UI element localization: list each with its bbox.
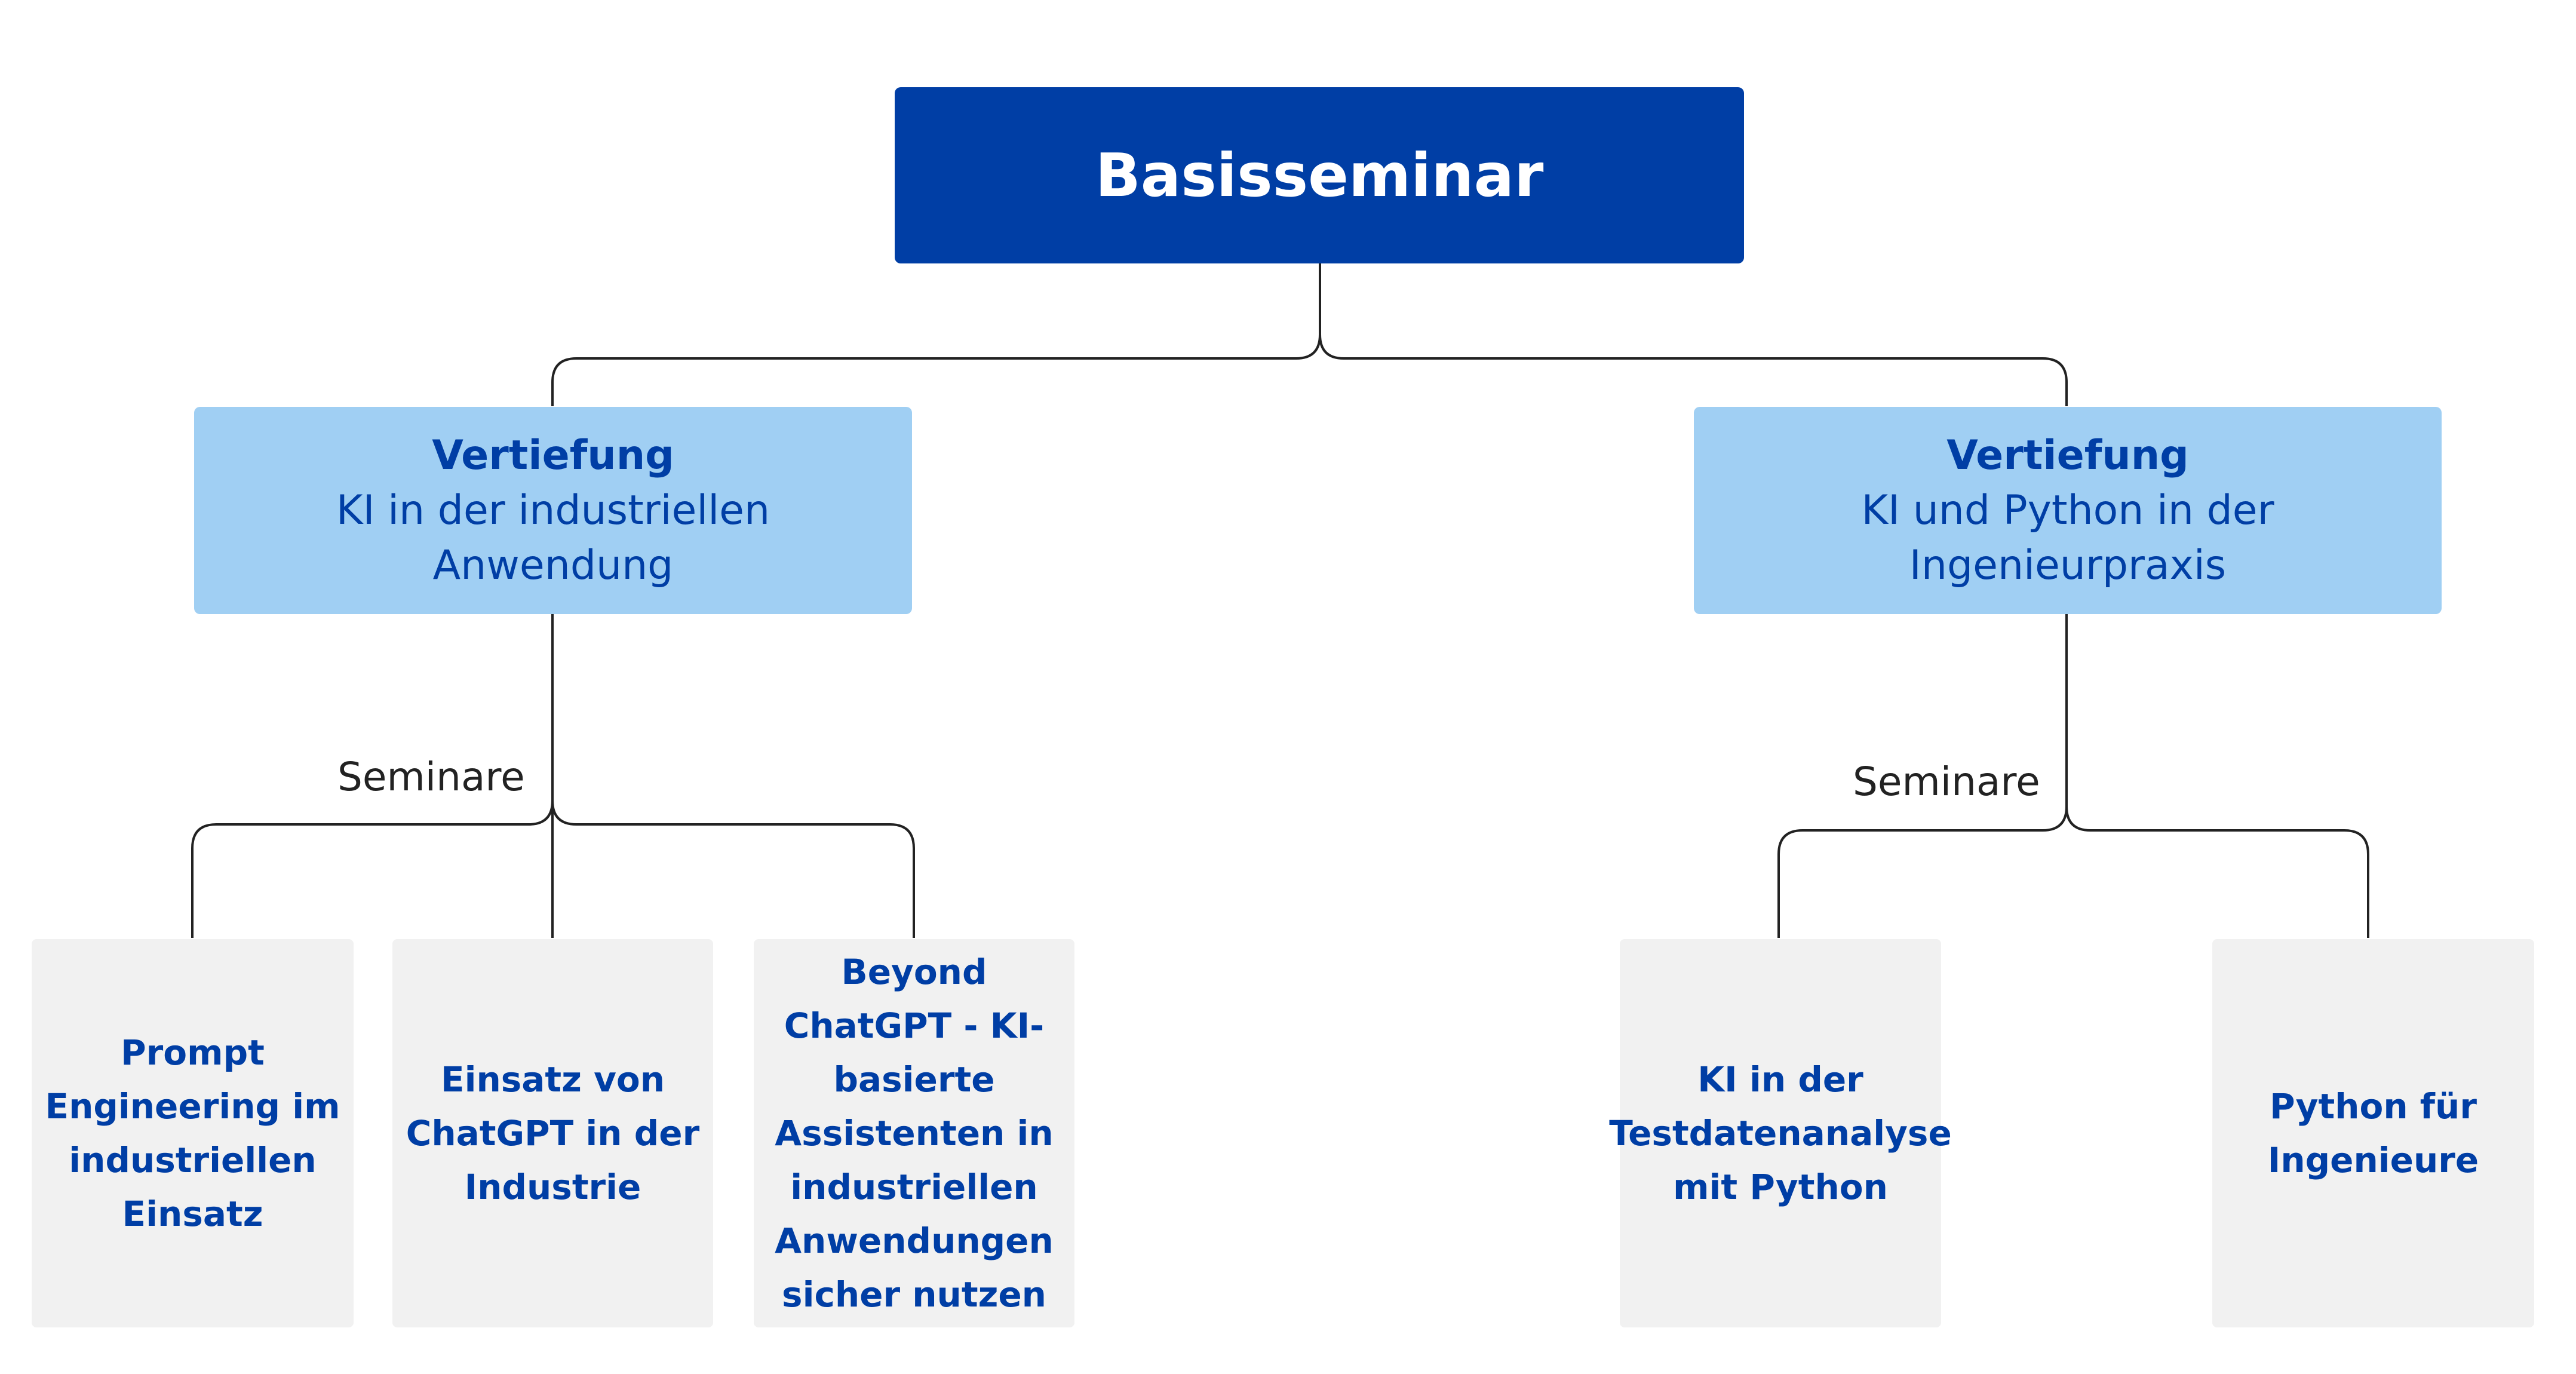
seminar-python-ingenieure: Python für Ingenieure [2212,939,2534,1327]
connector-root-to-branches [551,263,2068,406]
connector-branch1-to-seminars [191,614,915,938]
root-node-basisseminar: Basisseminar [895,87,1744,263]
branch-title: Vertiefung [432,431,674,479]
root-title: Basisseminar [1095,140,1544,210]
seminar-chatgpt-industrie: Einsatz von ChatGPT in der Industrie [392,939,713,1327]
seminar-label: Prompt Engineering im industriellen Eins… [45,1032,340,1234]
seminar-testdatenanalyse: KI in der Testdatenanalyse mit Python [1609,939,1952,1327]
seminar-prompt-engineering: Prompt Engineering im industriellen Eins… [32,939,354,1327]
seminars-label-python: Seminare [1853,759,2040,805]
branch-node-python: Vertiefung KI und Python in der Ingenieu… [1694,407,2442,614]
seminar-label: Einsatz von ChatGPT in der Industrie [406,1059,700,1207]
branch-subtitle: KI in der industriellen Anwendung [336,486,770,589]
seminars-label-industrial: Seminare [337,754,525,800]
branch-subtitle: KI und Python in der Ingenieurpraxis [1861,486,2274,589]
branch-node-industrial: Vertiefung KI in der industriellen Anwen… [194,407,912,614]
seminar-label: KI in der Testdatenanalyse mit Python [1609,1059,1952,1207]
seminar-label: Beyond ChatGPT - KI-basierte Assistenten… [775,952,1054,1315]
connector-branch2-to-seminars [1777,614,2369,938]
branch-title: Vertiefung [1946,431,2189,479]
seminar-beyond-chatgpt: Beyond ChatGPT - KI-basierte Assistenten… [754,939,1074,1327]
seminar-label: Python für Ingenieure [2267,1086,2479,1180]
